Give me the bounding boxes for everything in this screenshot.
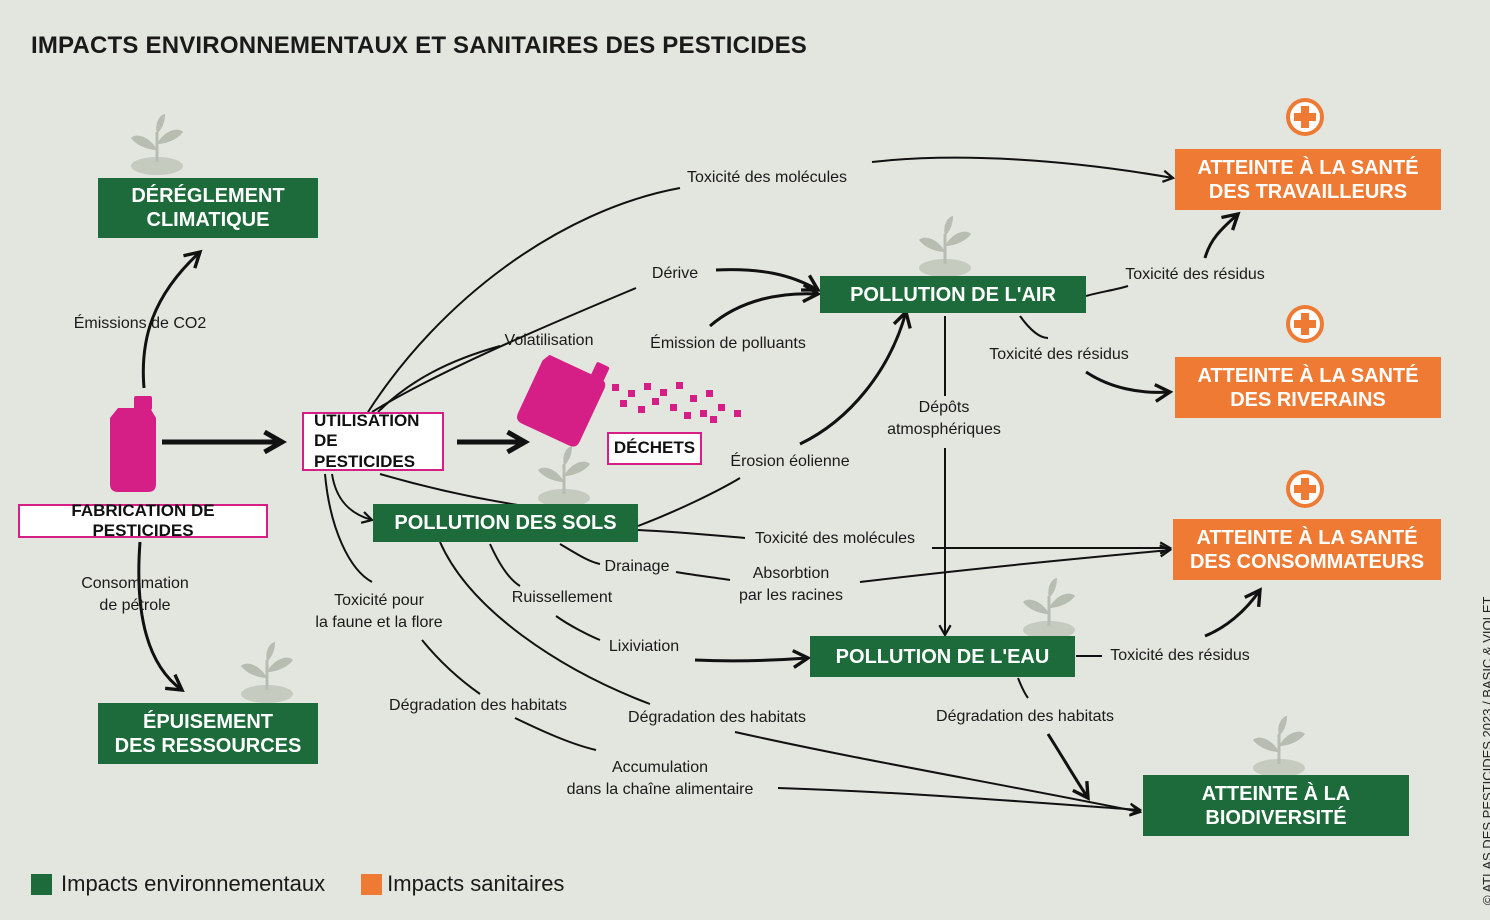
credit: © ATLAS DES PESTICIDES 2023 / BASIC & VI…	[1480, 596, 1490, 905]
plant-icon	[536, 444, 592, 509]
box-sante-riverains: ATTEINTE À LA SANTÉ DES RIVERAINS	[1175, 357, 1441, 418]
box-dereglement-climatique: DÉRÉGLEMENT CLIMATIQUE	[98, 178, 318, 238]
label-degradation-habitats-3: Dégradation des habitats	[936, 708, 1114, 725]
page-title: IMPACTS ENVIRONNEMENTAUX ET SANITAIRES D…	[31, 32, 808, 59]
label-toxicite-molecules-travailleurs: Toxicité des molécules	[686, 169, 848, 186]
box-utilisation-pesticides: UTILISATION DE PESTICIDES	[302, 411, 444, 471]
legend-swatch-environmental	[31, 873, 52, 895]
box-fabrication-pesticides: FABRICATION DE PESTICIDES	[18, 501, 268, 540]
box-epuisement-ressources: ÉPUISEMENT DES RESSOURCES	[98, 703, 318, 764]
legend: Impacts environnementaux Impacts sanitai…	[31, 871, 564, 897]
box-biodiversite: ATTEINTE À LA BIODIVERSITÉ	[1143, 775, 1409, 836]
label-toxicite-residus-air-travailleurs: Toxicité des résidus	[1125, 266, 1265, 283]
medical-cross-icon	[1286, 305, 1324, 343]
spray-drops-icon	[612, 382, 741, 423]
box-pollution-sols: POLLUTION DES SOLS	[373, 504, 638, 542]
plant-icon	[1021, 576, 1077, 641]
label-absorption-racines: Absorbtion par les racines	[738, 565, 844, 605]
label-toxicite-molecules-consommateurs: Toxicité des molécules	[754, 530, 916, 547]
label-erosion-eolienne: Érosion éolienne	[730, 453, 850, 470]
label-toxicite-residus-eau: Toxicité des résidus	[1110, 647, 1250, 664]
box-pollution-eau: POLLUTION DE L'EAU	[810, 636, 1075, 677]
label-lixiviation: Lixiviation	[608, 638, 680, 655]
box-pollution-air: POLLUTION DE L'AIR	[820, 276, 1086, 313]
label-accumulation-chaine: Accumulation dans la chaîne alimentaire	[566, 759, 754, 799]
box-dechets: DÉCHETS	[607, 432, 702, 465]
jerrycan-icon	[516, 354, 610, 447]
label-volatilisation: Volatilisation	[504, 332, 594, 349]
box-sante-travailleurs: ATTEINTE À LA SANTÉ DES TRAVAILLEURS	[1175, 149, 1441, 210]
plant-icon	[129, 112, 185, 177]
label-degradation-habitats-1: Dégradation des habitats	[389, 697, 567, 714]
box-sante-consommateurs: ATTEINTE À LA SANTÉ DES CONSOMMATEURS	[1173, 519, 1441, 580]
plant-icon	[239, 640, 295, 705]
jerrycan-icon	[110, 396, 156, 492]
plant-icon	[1251, 714, 1307, 779]
label-toxicite-faune-flore: Toxicité pour la faune et la flore	[315, 592, 443, 632]
label-derive: Dérive	[651, 265, 699, 282]
plant-icon	[917, 214, 973, 279]
label-drainage: Drainage	[604, 558, 670, 575]
label-emission-polluants: Émission de polluants	[650, 335, 806, 352]
label-toxicite-residus-air-riverains: Toxicité des résidus	[989, 346, 1129, 363]
label-depots-atmospheriques: Dépôts atmosphériques	[887, 399, 1001, 439]
medical-cross-icon	[1286, 470, 1324, 508]
label-emissions-co2: Émissions de CO2	[73, 315, 207, 332]
legend-swatch-health	[361, 873, 383, 895]
label-degradation-habitats-2: Dégradation des habitats	[628, 709, 806, 726]
label-ruissellement: Ruissellement	[511, 589, 613, 606]
legend-environmental: Impacts environnementaux	[61, 871, 326, 896]
medical-cross-icon	[1286, 98, 1324, 136]
legend-health: Impacts sanitaires	[387, 871, 565, 896]
label-consommation-petrole: Consommation de pétrole	[81, 575, 189, 615]
